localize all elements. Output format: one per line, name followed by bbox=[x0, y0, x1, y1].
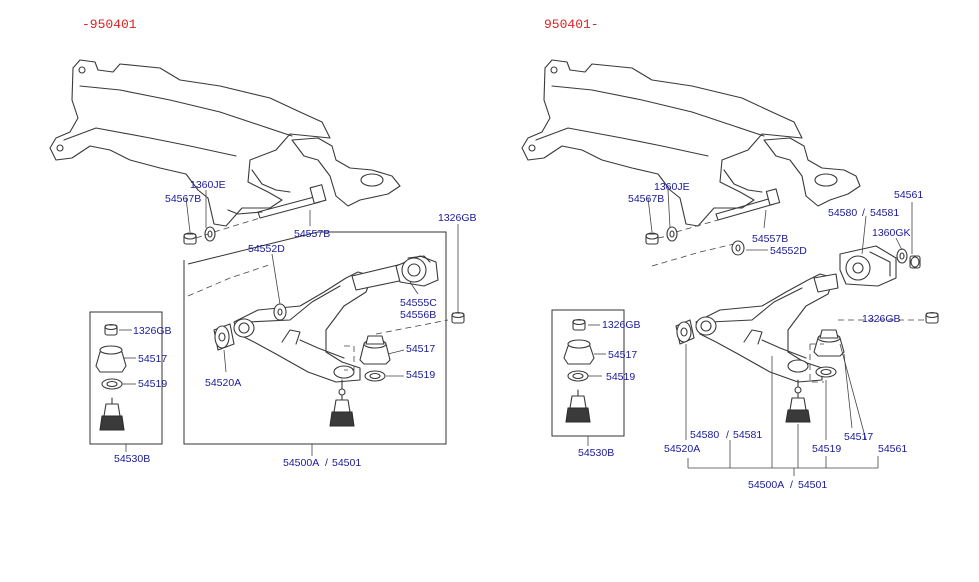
label-1360je: 1360JE bbox=[190, 179, 226, 191]
label-54557b: 54557B bbox=[294, 228, 330, 240]
left-bolt-54557b bbox=[257, 184, 327, 219]
left-leaders bbox=[119, 190, 459, 456]
right-clip-54519-arm bbox=[815, 366, 837, 378]
right-ball-joint-arm bbox=[785, 379, 811, 423]
label-54500a: 54500A bbox=[283, 457, 319, 469]
label-54517-kit: 54517 bbox=[608, 349, 637, 361]
left-ball-joint-arm bbox=[329, 379, 355, 427]
left-arm-group-frame bbox=[183, 231, 447, 445]
label-slash-500: / bbox=[790, 479, 793, 491]
right-nut-54561 bbox=[909, 255, 921, 269]
right-kit-parts bbox=[563, 318, 595, 423]
label-54501: 54501 bbox=[798, 479, 827, 491]
label-54519-arm: 54519 bbox=[406, 369, 435, 381]
label-54519-kit: 54519 bbox=[138, 378, 167, 390]
label-1360gk: 1360GK bbox=[872, 227, 911, 239]
left-ring-54552d bbox=[273, 303, 287, 321]
label-54552d: 54552D bbox=[248, 243, 285, 255]
right-boot-54517-arm bbox=[813, 329, 845, 357]
left-bushing-54520a bbox=[213, 323, 235, 351]
right-bushing-54520a bbox=[675, 319, 695, 345]
label-54555c: 54555C bbox=[400, 297, 437, 309]
left-nut-54567b bbox=[183, 232, 197, 245]
left-washer-1360je bbox=[204, 226, 216, 242]
label-54552d: 54552D bbox=[770, 245, 807, 257]
label-54520a: 54520A bbox=[664, 443, 700, 455]
label-54520a: 54520A bbox=[205, 377, 241, 389]
right-header: 950401- bbox=[544, 17, 599, 32]
left-clip-54519-arm bbox=[364, 370, 386, 382]
right-lower-control-arm bbox=[695, 273, 839, 383]
right-ball-joint-kit-frame bbox=[551, 309, 625, 437]
left-labels: 1360JE 54567B 54557B 54552D 1326GB 54555… bbox=[114, 179, 477, 469]
label-1326gb-kit: 1326GB bbox=[602, 319, 641, 331]
label-54530b: 54530B bbox=[578, 447, 614, 459]
label-54501: 54501 bbox=[332, 457, 361, 469]
right-leaders bbox=[587, 189, 924, 476]
right-subframe bbox=[521, 59, 861, 227]
label-54500a: 54500A bbox=[748, 479, 784, 491]
label-54556b: 54556B bbox=[400, 309, 436, 321]
label-1326gb-top: 1326GB bbox=[438, 212, 477, 224]
label-slash-bot: / bbox=[726, 429, 729, 441]
left-kit-parts bbox=[95, 323, 127, 431]
right-bolt-54557b bbox=[715, 188, 781, 221]
label-1326gb: 1326GB bbox=[862, 313, 901, 325]
left-panel: -950401 bbox=[49, 17, 477, 469]
label-54557b: 54557B bbox=[752, 233, 788, 245]
right-washer-1360gk bbox=[896, 248, 908, 264]
right-ring-54552d bbox=[731, 240, 745, 256]
label-54567b: 54567B bbox=[628, 193, 664, 205]
right-labels: 1360JE 54567B 54557B 54552D 54561 54580 … bbox=[578, 181, 923, 491]
right-panel: 950401- bbox=[521, 17, 939, 491]
label-54519-kit: 54519 bbox=[606, 371, 635, 383]
label-slash-top: / bbox=[862, 207, 865, 219]
left-rear-bushing bbox=[395, 255, 439, 287]
left-nut-1326gb-top bbox=[451, 311, 465, 324]
kit-ball-joint bbox=[103, 403, 121, 417]
kit-boot bbox=[95, 351, 127, 373]
label-54580-bot: 54580 bbox=[690, 429, 719, 441]
label-54517-kit: 54517 bbox=[138, 353, 167, 365]
label-1326gb-kit: 1326GB bbox=[133, 325, 172, 337]
label-54517-bot: 54517 bbox=[844, 431, 873, 443]
left-boot-54517-arm bbox=[359, 335, 391, 365]
right-washer-1360je bbox=[666, 226, 678, 242]
label-slash: / bbox=[325, 457, 328, 469]
label-54567b: 54567B bbox=[165, 193, 201, 205]
label-1360je: 1360JE bbox=[654, 181, 690, 193]
label-54581-bot: 54581 bbox=[733, 429, 762, 441]
left-header: -950401 bbox=[82, 17, 137, 32]
label-54519-bot: 54519 bbox=[812, 443, 841, 455]
label-54580-top: 54580 bbox=[828, 207, 857, 219]
right-bushing-54580 bbox=[839, 245, 897, 287]
right-nut-54567b bbox=[645, 232, 659, 245]
label-54530b: 54530B bbox=[114, 453, 150, 465]
left-subframe bbox=[49, 59, 401, 227]
right-nut-1326gb bbox=[925, 311, 939, 324]
left-ball-joint-kit-frame bbox=[89, 311, 163, 445]
label-54581-top: 54581 bbox=[870, 207, 899, 219]
label-54561-bot: 54561 bbox=[878, 443, 907, 455]
left-lower-control-arm bbox=[233, 263, 405, 383]
label-54517-arm: 54517 bbox=[406, 343, 435, 355]
kit-clip bbox=[101, 378, 123, 390]
label-54561-top: 54561 bbox=[894, 189, 923, 201]
